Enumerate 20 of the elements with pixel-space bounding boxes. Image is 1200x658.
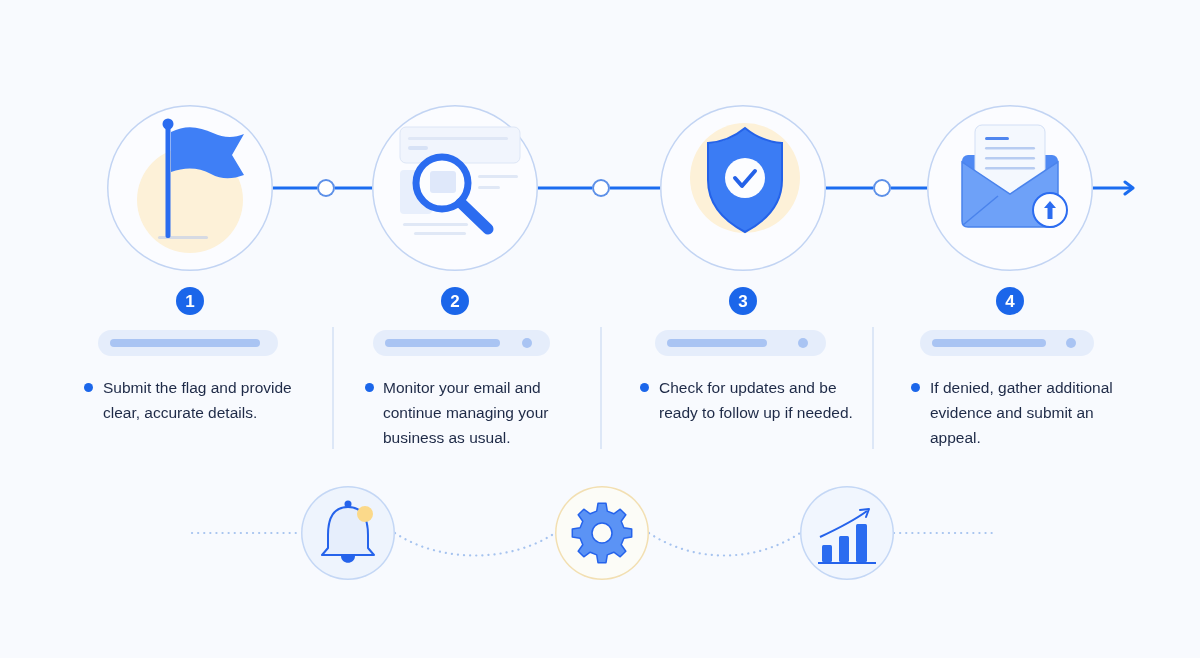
connector-line <box>826 186 873 190</box>
connector-line <box>891 186 927 190</box>
step-number-badge: 1 <box>176 287 204 315</box>
step-number-badge: 2 <box>441 287 469 315</box>
connector-line <box>273 186 317 190</box>
step-number-badge: 4 <box>996 287 1024 315</box>
step-description: If denied, gather additional evidence and submit an appeal. <box>930 378 1114 448</box>
junction-circle <box>873 179 891 197</box>
step-description: Monitor your email and continue managing your business as usual. <box>383 378 550 448</box>
dotted-line <box>647 531 802 557</box>
junction-circle <box>317 179 335 197</box>
step-number-badge: 3 <box>729 287 757 315</box>
dotted-line <box>892 531 994 535</box>
connector-line <box>610 186 660 190</box>
arrow <box>1093 180 1135 196</box>
step-description: Check for updates and be ready to follow up if needed. <box>659 378 854 423</box>
connector-line <box>335 186 372 190</box>
step-description: Submit the flag and provide clear, accurate details. <box>103 378 293 423</box>
connector-line <box>538 186 592 190</box>
junction-circle <box>592 179 610 197</box>
